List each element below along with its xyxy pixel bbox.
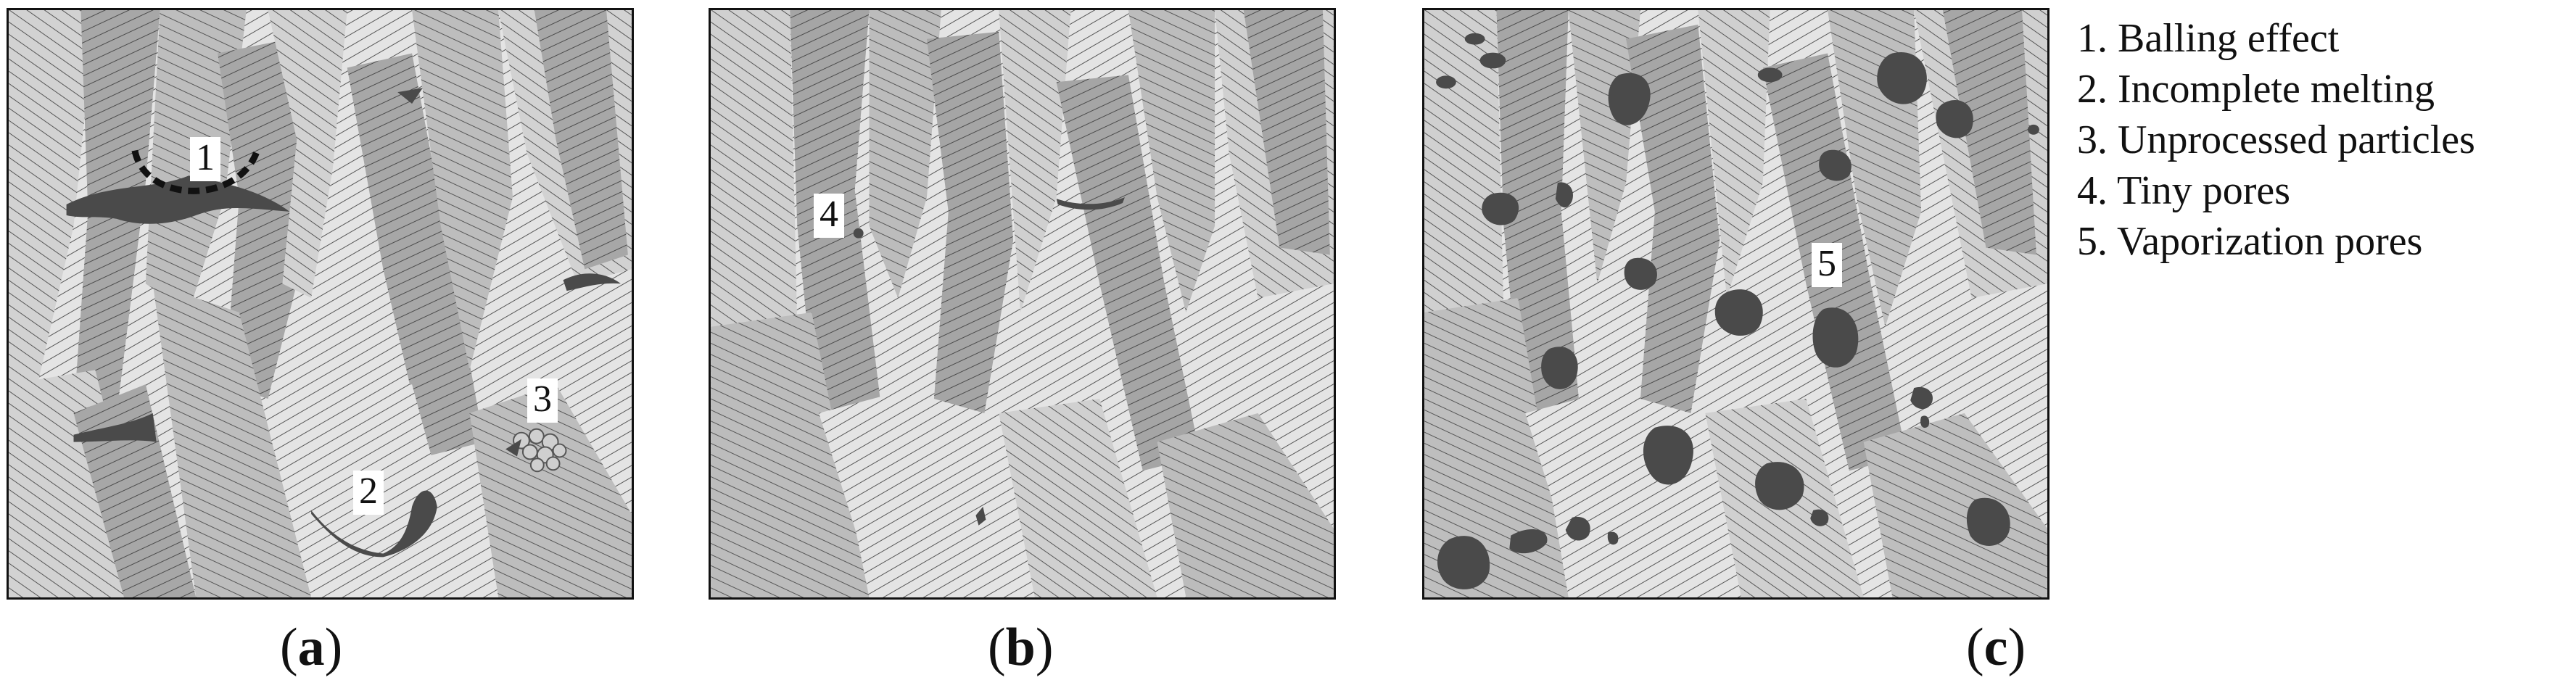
marker-2: 2 xyxy=(353,471,384,515)
marker-4: 4 xyxy=(814,194,844,238)
marker-1: 1 xyxy=(190,137,220,181)
caption-c: (c) xyxy=(1966,618,2026,677)
legend: 1. Balling effect 2. Incomplete melting … xyxy=(2077,13,2475,267)
panel-a-micrograph: 1 2 3 xyxy=(7,8,634,600)
panel-a-illustration xyxy=(9,10,632,597)
panel-c-micrograph: 5 xyxy=(1422,8,2049,600)
caption-a: (a) xyxy=(280,618,343,677)
marker-5: 5 xyxy=(1812,243,1842,287)
legend-item-vaporization-pores: 5. Vaporization pores xyxy=(2077,219,2423,264)
legend-item-unprocessed-particles: 3. Unprocessed particles xyxy=(2077,117,2475,162)
legend-item-balling-effect: 1. Balling effect xyxy=(2077,16,2340,61)
legend-item-tiny-pores: 4. Tiny pores xyxy=(2077,168,2291,213)
caption-b: (b) xyxy=(988,618,1054,677)
legend-item-incomplete-melting: 2. Incomplete melting xyxy=(2077,67,2435,112)
panel-b-micrograph: 4 xyxy=(709,8,1336,600)
marker-3: 3 xyxy=(527,378,558,423)
panel-b-illustration xyxy=(711,10,1334,597)
panel-c-illustration xyxy=(1424,10,2047,597)
